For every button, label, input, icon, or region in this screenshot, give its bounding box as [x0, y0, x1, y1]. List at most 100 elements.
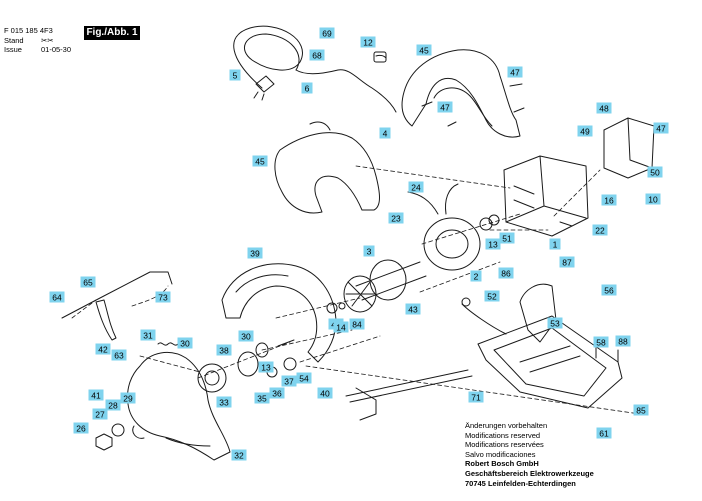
part-label-text: 41	[91, 391, 101, 401]
part-label-box	[49, 291, 65, 303]
depth-arm-52	[461, 303, 507, 335]
part-label-box	[177, 337, 193, 349]
part-label-box	[596, 102, 612, 114]
part-label-text: 13	[261, 363, 271, 373]
part-label-68: 68	[309, 49, 325, 61]
part-label-12: 12	[360, 36, 376, 48]
part-label-text: 58	[596, 338, 606, 348]
part-label-26: 26	[73, 422, 89, 434]
part-label-box	[105, 399, 121, 411]
base-plate-slots	[519, 345, 581, 373]
part-label-text: 10	[648, 195, 658, 205]
part-label-text: 22	[595, 226, 605, 236]
part-label-10: 10	[645, 193, 661, 205]
part-label-30: 30	[177, 337, 193, 349]
part-label-text: 65	[83, 278, 93, 288]
notes-block: Änderungen vorbehalten Modifications res…	[465, 421, 594, 488]
part-label-84: 84	[349, 318, 365, 330]
part-label-4: 4	[379, 127, 391, 139]
figure-label: Fig./Abb. 1	[84, 26, 140, 40]
part-label-text: 84	[352, 320, 362, 330]
part-label-text: 47	[656, 124, 666, 134]
part-label-box	[92, 408, 108, 420]
part-label-text: 42	[98, 345, 108, 355]
part-label-box	[653, 122, 669, 134]
part-label-box	[388, 212, 404, 224]
part-label-29: 29	[120, 392, 136, 404]
part-label-text: 86	[501, 269, 511, 279]
part-label-box	[88, 389, 104, 401]
part-label-box	[408, 181, 424, 193]
part-label-text: 1	[553, 240, 558, 250]
part-label-text: 13	[488, 240, 498, 250]
part-label-24: 24	[408, 181, 424, 193]
part-label-text: 50	[650, 168, 660, 178]
part-label-box	[596, 427, 612, 439]
part-label-text: 23	[391, 214, 401, 224]
part-label-22: 22	[592, 224, 608, 236]
part-label-box	[317, 387, 333, 399]
part-label-text: 36	[272, 389, 282, 399]
part-label-text: 53	[550, 319, 560, 329]
part-label-box	[111, 349, 127, 361]
part-label-2: 2	[470, 270, 482, 282]
part-label-text: 40	[320, 389, 330, 399]
part-label-35: 35	[254, 392, 270, 404]
handle-side	[274, 132, 380, 214]
handle-top	[401, 49, 521, 138]
lower-guard-window	[165, 437, 211, 447]
part-label-text: 26	[76, 424, 86, 434]
part-label-47: 47	[437, 101, 453, 113]
base-plate	[477, 315, 623, 409]
part-label-30: 30	[238, 330, 254, 342]
part-label-56: 56	[601, 284, 617, 296]
part-label-box	[319, 27, 335, 39]
part-label-42: 42	[95, 343, 111, 355]
part-label-63: 63	[111, 349, 127, 361]
part-label-box	[254, 392, 270, 404]
part-label-text: 48	[599, 104, 609, 114]
part-label-text: 63	[114, 351, 124, 361]
stand-label: Stand	[4, 36, 24, 45]
part-label-text: 2	[474, 272, 479, 282]
part-label-text: 6	[305, 84, 310, 94]
part-label-box	[601, 194, 617, 206]
bracket-53	[519, 283, 557, 343]
company-division: Geschäftsbereich Elektrowerkzeuge	[465, 468, 594, 478]
rod-65	[61, 271, 173, 319]
part-label-text: 69	[322, 29, 332, 39]
part-label-box	[592, 224, 608, 236]
part-label-28: 28	[105, 399, 121, 411]
part-label-box	[601, 284, 617, 296]
part-label-text: 37	[284, 377, 294, 387]
note-line-4: Salvo modificaciones	[465, 449, 536, 459]
part-label-box	[468, 391, 484, 403]
motor-housing	[503, 155, 589, 237]
part-label-box	[593, 336, 609, 348]
part-label-box	[301, 82, 313, 94]
part-label-1: 1	[549, 238, 561, 250]
base-plate-inner	[493, 327, 607, 397]
armature-core	[369, 259, 407, 301]
shaft-54	[277, 339, 295, 347]
part-label-box	[437, 101, 453, 113]
part-label-box	[633, 404, 649, 416]
part-label-text: 39	[250, 249, 260, 259]
issue-label: Issue	[4, 45, 22, 54]
part-label-47: 47	[507, 66, 523, 78]
part-label-box	[281, 375, 297, 387]
part-label-box	[216, 344, 232, 356]
gear-38	[237, 351, 259, 377]
part-label-box	[238, 330, 254, 342]
part-label-box	[349, 318, 365, 330]
stator-inner	[435, 229, 469, 259]
part-label-48: 48	[596, 102, 612, 114]
part-label-text: 49	[580, 127, 590, 137]
part-label-box	[379, 127, 391, 139]
part-label-13: 13	[258, 361, 274, 373]
blade-guard-rim	[235, 274, 289, 293]
part-label-text: 52	[487, 292, 497, 302]
part-label-text: 16	[604, 196, 614, 206]
part-label-box	[485, 238, 501, 250]
